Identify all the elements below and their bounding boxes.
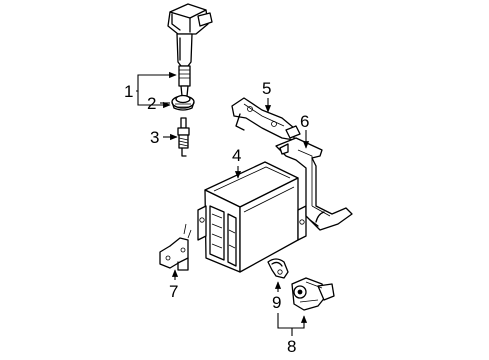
ignition-coil xyxy=(167,3,213,97)
small-bracket xyxy=(159,223,192,271)
callout-3: 3 xyxy=(150,128,159,147)
ecu-module xyxy=(197,161,307,273)
callout-5: 5 xyxy=(262,79,271,98)
callout-8: 8 xyxy=(287,337,296,356)
spark-plug xyxy=(177,117,190,157)
callout-2: 2 xyxy=(147,94,156,113)
callout-labels: 1 2 3 4 5 6 7 8 9 xyxy=(124,79,309,356)
support-bracket xyxy=(275,137,353,231)
callout-7: 7 xyxy=(169,282,178,301)
mounting-bracket xyxy=(231,97,301,141)
crank-sensor xyxy=(291,277,335,311)
callout-1: 1 xyxy=(124,82,133,101)
coil-seal xyxy=(171,94,195,111)
leader-lines xyxy=(136,71,310,336)
callout-6: 6 xyxy=(300,112,309,131)
sensor-clip xyxy=(267,258,289,279)
callout-9: 9 xyxy=(272,293,281,312)
callout-4: 4 xyxy=(232,146,241,165)
